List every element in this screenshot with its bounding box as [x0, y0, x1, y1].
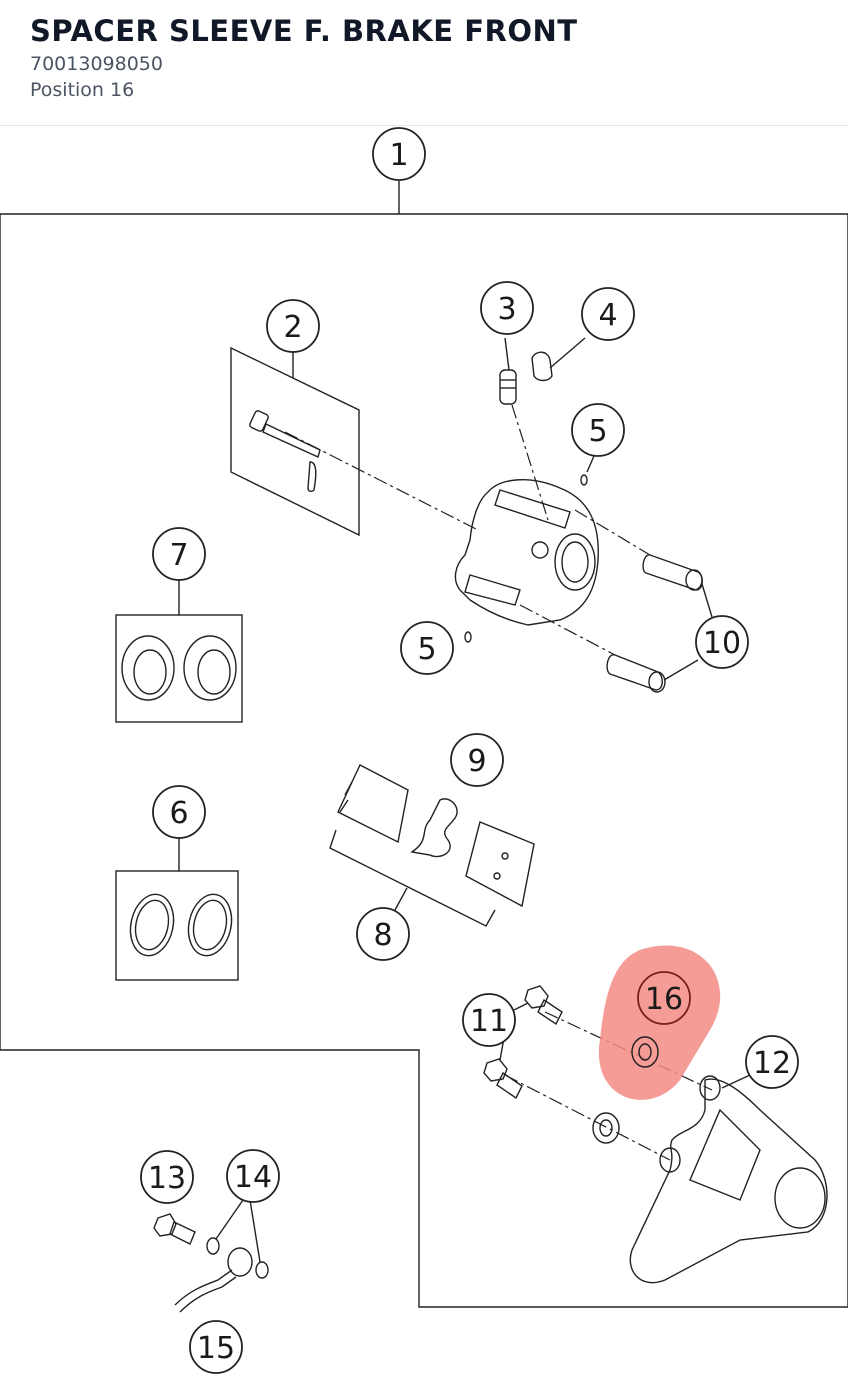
brake-caliper [454, 479, 599, 626]
svg-text:12: 12 [753, 1046, 791, 1081]
callout-9[interactable]: 9 [450, 733, 504, 787]
callout-6[interactable]: 6 [152, 785, 206, 839]
callout-7[interactable]: 7 [152, 527, 206, 581]
callout-1[interactable]: 1 [372, 127, 426, 181]
callout-layer: 1 2 3 4 5 5 6 7 8 9 10 11 12 13 14 15 16 [140, 127, 799, 1374]
callout-10[interactable]: 10 [695, 615, 749, 669]
bolt-kit-box [230, 346, 360, 537]
svg-text:5: 5 [588, 414, 607, 449]
svg-text:7: 7 [169, 538, 188, 573]
svg-text:4: 4 [598, 298, 617, 333]
caliper-bracket [629, 1078, 828, 1284]
svg-text:1: 1 [389, 138, 408, 173]
svg-text:3: 3 [497, 292, 516, 327]
svg-text:11: 11 [470, 1004, 508, 1039]
callout-13[interactable]: 13 [140, 1150, 194, 1204]
callout-14[interactable]: 14 [226, 1149, 280, 1203]
svg-text:16: 16 [645, 982, 683, 1017]
pad-bracket [329, 829, 496, 927]
callout-5-lower[interactable]: 5 [400, 621, 454, 675]
svg-text:5: 5 [417, 632, 436, 667]
callout-15[interactable]: 15 [189, 1320, 243, 1374]
svg-text:14: 14 [234, 1160, 272, 1195]
svg-text:6: 6 [169, 796, 188, 831]
callout-2[interactable]: 2 [266, 299, 320, 353]
svg-text:13: 13 [148, 1161, 186, 1196]
svg-text:8: 8 [373, 918, 392, 953]
callout-16-highlighted[interactable]: 16 [637, 971, 691, 1025]
svg-text:2: 2 [283, 310, 302, 345]
callout-11[interactable]: 11 [462, 993, 516, 1047]
seal-box [115, 870, 239, 981]
svg-text:15: 15 [197, 1331, 235, 1366]
highlight-area [598, 945, 721, 1100]
callout-8[interactable]: 8 [356, 907, 410, 961]
callout-12[interactable]: 12 [745, 1035, 799, 1089]
part-title: SPACER SLEEVE F. BRAKE FRONT [30, 14, 578, 48]
position-label: Position 16 [30, 79, 135, 101]
page-header: SPACER SLEEVE F. BRAKE FRONT 70013098050… [0, 0, 848, 126]
assembly-frame [0, 213, 848, 1308]
callout-3[interactable]: 3 [480, 281, 534, 335]
piston-box [115, 614, 243, 723]
svg-text:10: 10 [703, 626, 741, 661]
svg-text:9: 9 [467, 744, 486, 779]
callout-4[interactable]: 4 [581, 287, 635, 341]
callout-5-upper[interactable]: 5 [571, 403, 625, 457]
part-number: 70013098050 [30, 53, 163, 75]
